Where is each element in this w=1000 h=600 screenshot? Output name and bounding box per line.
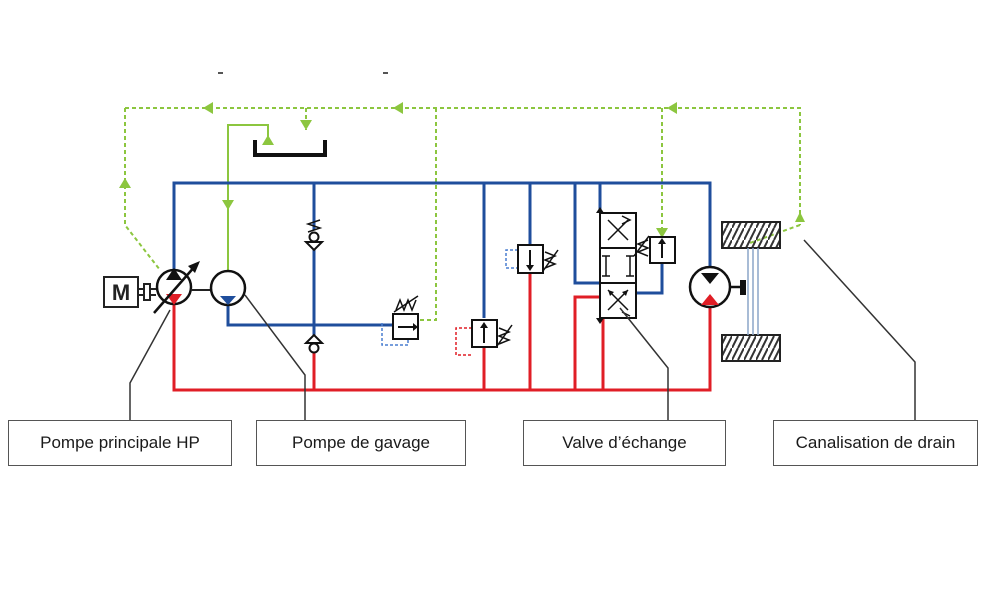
relief-valve-icon (633, 235, 676, 264)
blue-branch (636, 263, 664, 295)
leader-exchange-valve (619, 307, 669, 420)
relief-valve-icon (517, 244, 559, 274)
drain-line-pump (124, 108, 161, 271)
arrow-left-icon (203, 102, 213, 114)
arrow-left-icon (667, 102, 677, 114)
pilot-line (505, 249, 518, 269)
callout-boost-pump: Pompe de gavage (256, 420, 466, 466)
low-pressure-lines (172, 181, 712, 335)
callout-exchange-valve-label: Valve d’échange (562, 433, 687, 452)
drain-lines (124, 107, 801, 321)
arrow-down-icon (656, 228, 668, 238)
arrow-up-icon (119, 178, 131, 188)
leader-main-pump (129, 309, 171, 420)
pilot-line-red (455, 327, 472, 356)
motor-icon (103, 276, 139, 308)
flow-arrows (119, 102, 805, 238)
arrow-up-icon (262, 135, 274, 145)
relief-valve-icon (392, 295, 419, 340)
boost-pump-icon (209, 269, 247, 307)
callout-boost-pump-label: Pompe de gavage (292, 433, 430, 452)
callout-main-pump-label: Pompe principale HP (40, 433, 200, 452)
leader-drain-line (803, 239, 916, 420)
leader-lines (129, 239, 916, 420)
suction-line (227, 124, 269, 270)
boost-line (226, 305, 393, 327)
red-main-line (172, 303, 712, 392)
motor-shaft (138, 283, 156, 301)
high-pressure-lines (172, 273, 712, 392)
red-branch (573, 295, 600, 390)
leader-boost-pump (244, 294, 306, 420)
pilot-line (381, 323, 409, 346)
arrow-down-icon (222, 200, 234, 210)
variable-pump-icon (153, 261, 200, 314)
drain-line-relief (418, 108, 437, 321)
check-valve-icon (303, 333, 325, 354)
callout-main-pump: Pompe principale HP (8, 420, 232, 466)
relief-valve-icon (471, 319, 513, 348)
blue-branch (573, 183, 600, 285)
arrow-left-icon (393, 102, 403, 114)
pilot-lines (381, 249, 518, 346)
callout-drain-line-label: Canalisation de drain (795, 433, 956, 452)
wheel-icon (721, 221, 781, 362)
callout-drain-line: Canalisation de drain (773, 420, 978, 466)
arrow-up-icon (795, 212, 805, 222)
motor-label: M (112, 280, 130, 305)
hydraulic-motor-icon (688, 265, 746, 309)
directional-valve-icon (596, 207, 637, 324)
check-valve-icon (303, 219, 325, 252)
tank-icon (253, 140, 327, 157)
drain-line-top (125, 107, 801, 225)
arrow-down-icon (300, 120, 312, 130)
blue-main-line (172, 181, 712, 270)
callout-exchange-valve: Valve d’échange (523, 420, 726, 466)
